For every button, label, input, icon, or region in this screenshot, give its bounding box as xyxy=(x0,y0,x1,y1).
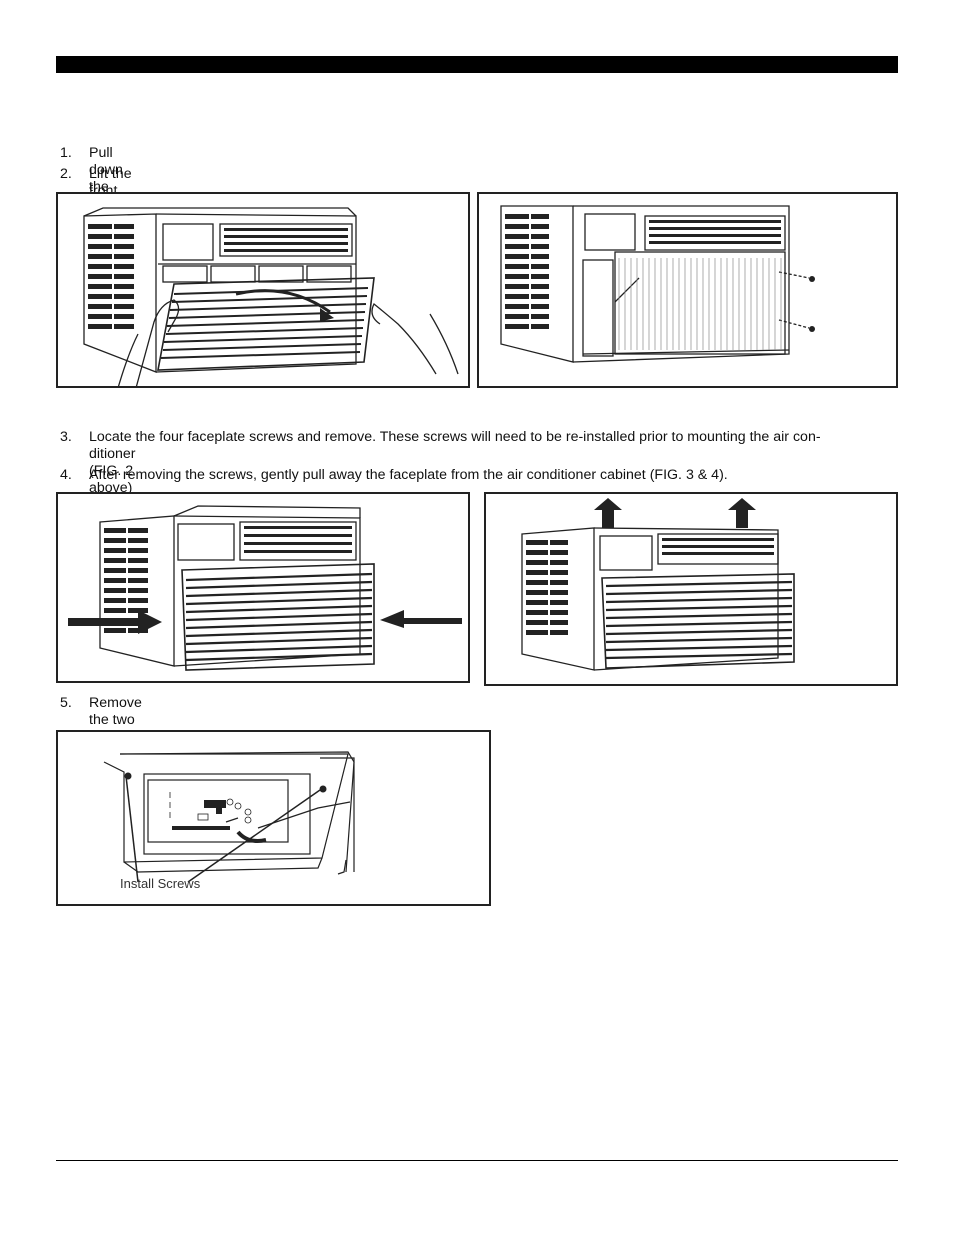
figure-4-lift-faceplate xyxy=(484,492,898,686)
step-number: 4. xyxy=(60,467,72,483)
figure-5-label: Install Screws xyxy=(120,876,201,891)
step-number: 1. xyxy=(60,145,72,161)
step-text: After removing the screws, gently pull a… xyxy=(89,467,728,483)
step-number: 5. xyxy=(60,695,72,711)
figure-2-faceplate-screws xyxy=(477,192,898,388)
footer-line xyxy=(56,1160,898,1161)
step-text-line-1: Locate the four faceplate screws and rem… xyxy=(89,429,821,445)
figure-3-pull-faceplate xyxy=(56,492,470,683)
step-number: 2. xyxy=(60,166,72,182)
header-bar xyxy=(56,56,898,73)
figure-1-remove-filter xyxy=(56,192,470,388)
step-number: 3. xyxy=(60,429,72,445)
figure-5-control-panel-screws: Install Screws xyxy=(56,730,491,906)
